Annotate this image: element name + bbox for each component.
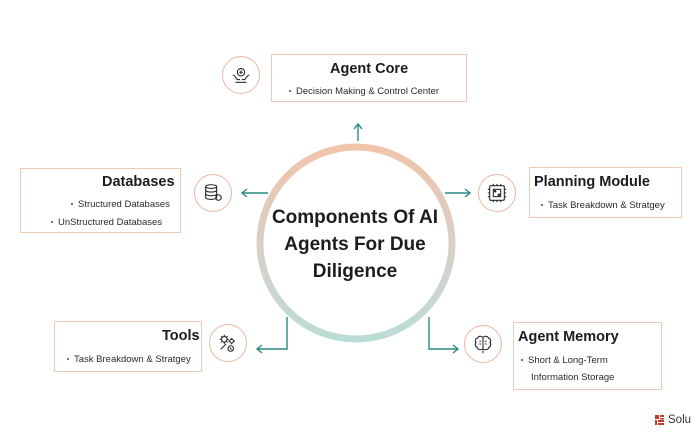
databases-box: Databases Structured Databases UnStructu… <box>20 168 181 233</box>
hands-brain-icon <box>222 56 260 94</box>
brand-text: Solu <box>668 414 692 426</box>
agent-memory-item: Information Storage <box>531 372 615 383</box>
tools-item: Task Breakdown & Stratgey <box>67 351 191 369</box>
planning-module-box: Planning Module Task Breakdown & Stratge… <box>529 167 682 218</box>
tools-box: Tools Task Breakdown & Stratgey <box>54 321 202 372</box>
databases-title: Databases <box>102 174 175 190</box>
databases-item: Structured Databases <box>71 196 170 214</box>
bullet <box>289 90 291 93</box>
agent-memory-title: Agent Memory <box>518 329 619 345</box>
planning-module-title: Planning Module <box>534 174 650 190</box>
center-ring <box>256 143 456 343</box>
agent-core-title: Agent Core <box>330 61 409 77</box>
center-title: Components Of AI Agents For Due Diligenc… <box>271 207 439 282</box>
agent-memory-item: Short & Long-Term <box>521 352 608 370</box>
connector-tools <box>258 317 288 350</box>
brand-logo: Solu <box>655 414 691 426</box>
agent-core-box: Agent Core Decision Making & Control Cen… <box>271 54 467 102</box>
tools-title: Tools <box>162 328 200 344</box>
connector-agent-memory <box>428 317 457 350</box>
bullet <box>71 203 73 206</box>
bullet <box>541 204 543 207</box>
database-stack-icon <box>194 174 232 212</box>
brain-circuit-icon <box>464 325 502 363</box>
bullet <box>67 358 69 361</box>
circuit-board-icon <box>478 174 516 212</box>
brand-mark-icon <box>655 415 665 425</box>
planning-module-item: Task Breakdown & Stratgey <box>541 197 665 215</box>
agent-core-item: Decision Making & Control Center <box>289 83 439 101</box>
bullet <box>521 359 523 362</box>
bullet <box>51 221 53 224</box>
databases-item: UnStructured Databases <box>51 214 162 232</box>
gears-wrench-icon <box>209 324 247 362</box>
agent-memory-box: Agent Memory Short & Long-Term Informati… <box>513 322 662 390</box>
